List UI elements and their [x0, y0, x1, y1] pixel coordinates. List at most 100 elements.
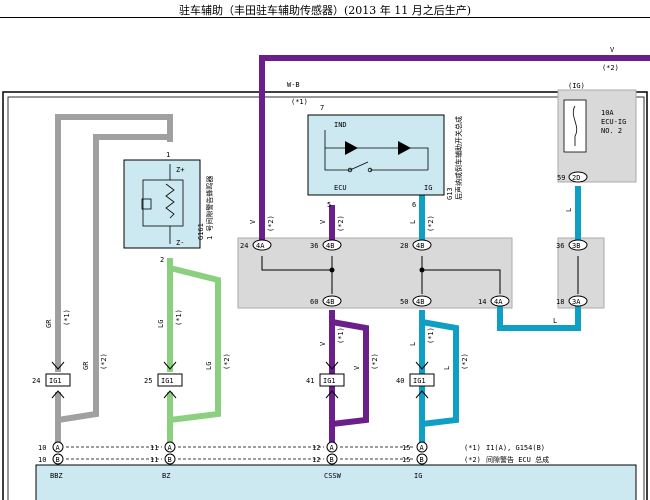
- j1-top-conn: 4A: [256, 242, 265, 250]
- fuse-pin: 59: [557, 174, 565, 182]
- j3-bot-pin: 50: [400, 298, 408, 306]
- inline-connector-3-label: IG1: [323, 377, 336, 385]
- ecu-pin-b-4: 15: [402, 456, 410, 464]
- j5-top-badge: [568, 239, 588, 251]
- j2-top-conn: 4B: [326, 242, 334, 250]
- ecu-pin-b-1: 10: [38, 456, 46, 464]
- inline-connector-3-pin: 41: [306, 377, 314, 385]
- fuse-body: [563, 99, 587, 153]
- ecu-badge-a-2: [164, 441, 176, 453]
- j4-bot-pin: 14: [478, 298, 486, 306]
- j2-bot-conn: 4B: [326, 298, 334, 306]
- ecu-term-3: CSSW: [324, 472, 342, 480]
- buzzer-coil: [165, 183, 175, 219]
- j2-top-badge: [322, 239, 342, 251]
- label-v-lower2: V: [353, 365, 361, 370]
- ecu-tag-a-3: A: [330, 444, 335, 452]
- switch-name: 后声纳或倒车辅助开关总成: [454, 116, 463, 200]
- fuse-connector-badge: [568, 171, 588, 183]
- wire-v-top: [259, 55, 650, 244]
- switch-led: [345, 141, 358, 155]
- ecu-tag-b-2: B: [168, 456, 172, 464]
- ecu-badge-b-2: [164, 453, 176, 465]
- buzzer-pin-minus: 2: [160, 256, 164, 264]
- label-v-lower1: V: [319, 341, 327, 346]
- jct-dot-1: [329, 267, 335, 273]
- label-gr2-note: (*2): [100, 353, 108, 370]
- inline-connector-4: 40 IG1: [396, 361, 435, 399]
- inline-connector-2: 25 IG1: [144, 361, 183, 399]
- j5-bot-conn: 3A: [572, 298, 581, 306]
- j3-top-conn: 4B: [416, 242, 424, 250]
- buzzer-box: [123, 159, 201, 249]
- label-l-lower2: L: [443, 366, 451, 370]
- switch-pin-ig: 6: [412, 201, 416, 209]
- wire-l-loop: [421, 319, 459, 427]
- label-l-lower1-note: (*1): [427, 327, 435, 344]
- page-title: 驻车辅助（丰田驻车辅助传感器）(2013 年 11 月之后生产): [178, 4, 472, 17]
- inline-connector-1: 24 IG1: [32, 361, 71, 399]
- label-lg2-note: (*2): [223, 353, 231, 370]
- label-wb: W-B: [287, 81, 300, 89]
- label-lg1: LG: [157, 320, 165, 328]
- ecu-tag-b-3: B: [330, 456, 334, 464]
- label-l-horiz: L: [553, 317, 557, 325]
- wire-gr1: [55, 114, 173, 372]
- label-lg1-note: (*1): [175, 309, 183, 326]
- inline-connector-2-label: IG1: [161, 377, 174, 385]
- ecu-badge-a-3: [326, 441, 338, 453]
- j2-bot-badge: [322, 295, 342, 307]
- inline-connector-4-label: IG1: [413, 377, 426, 385]
- page-header: 驻车辅助（丰田驻车辅助传感器）(2013 年 11 月之后生产): [0, 0, 650, 18]
- ecu-pin-a-3: 12: [312, 444, 320, 452]
- ecu-badge-b-4: [416, 453, 428, 465]
- inline-connector-3: 41 IG1: [306, 361, 345, 399]
- inner-frame: [7, 96, 645, 500]
- buzzer-id: G161: [197, 223, 205, 240]
- label-gr1: GR: [45, 319, 53, 328]
- ecu-dash-lines: [66, 446, 414, 460]
- ecu-badge-b-3: [326, 453, 338, 465]
- ecu-line-2: 间隙警告 ECU 总成: [486, 455, 549, 464]
- j2-bot-pin: 60: [310, 298, 318, 306]
- ecu-term-2: BZ: [162, 472, 170, 480]
- switch-contact: [349, 161, 369, 171]
- fuse-line-2: ECU-IG: [601, 118, 626, 126]
- j1-top-pin: 24: [240, 242, 248, 250]
- buzzer-symbol: [142, 179, 184, 227]
- jct-line-4: [422, 269, 501, 294]
- label-top-v-note: (*2): [602, 64, 619, 72]
- wire-gr2: [57, 134, 170, 423]
- switch-circuit: [324, 130, 429, 171]
- inline-connector-1-label: IG1: [49, 377, 62, 385]
- inline-connector-2-pin: 25: [144, 377, 152, 385]
- switch-term-ecu: ECU: [334, 184, 347, 192]
- junction-block: [237, 237, 513, 309]
- label-gr1-note: (*1): [63, 309, 71, 326]
- ecu-badge-b-1: [52, 453, 64, 465]
- ecu-tag-b-4: B: [420, 456, 424, 464]
- j3-top-pin: 28: [400, 242, 408, 250]
- label-l-mid-note: (*2): [427, 215, 435, 232]
- switch-term-ig: IG: [424, 184, 432, 192]
- j2-top-pin: 36: [310, 242, 318, 250]
- ecu-tag-b-1: B: [56, 456, 60, 464]
- fuse-line-3: NO. 2: [601, 127, 622, 135]
- label-top-v: V: [610, 46, 615, 54]
- j1-top-badge: [252, 239, 272, 251]
- ecu-term-4: IG: [414, 472, 422, 480]
- j5-top-conn: 3B: [572, 242, 580, 250]
- fuse-element-icon: [572, 105, 578, 146]
- ecu-pin-a-2: 11: [150, 444, 158, 452]
- buzzer-element: [141, 198, 152, 210]
- switch-pin-ind: 7: [320, 104, 324, 112]
- switch-box: [307, 114, 445, 196]
- label-l-lower1: L: [409, 342, 417, 346]
- jct-dot-2: [419, 267, 425, 273]
- label-v-left-note: (*2): [267, 215, 275, 232]
- inline-connector-4-pin: 40: [396, 377, 404, 385]
- ecu-note-b: (*2): [464, 456, 481, 464]
- fuse-connector: 2D: [572, 174, 580, 182]
- buzzer-pin-plus: 1: [166, 151, 170, 159]
